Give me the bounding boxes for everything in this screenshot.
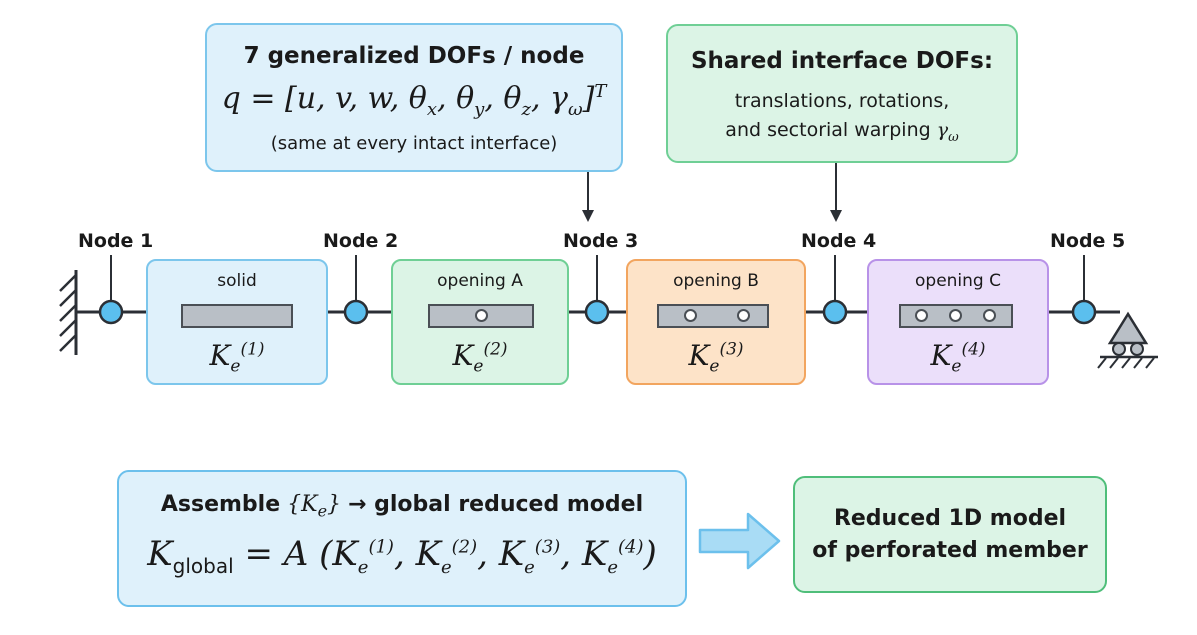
element-3: opening B Ke(3) — [626, 259, 806, 385]
reduced-model-box: Reduced 1D model of perforated member — [793, 476, 1107, 593]
flow-arrow-icon — [698, 512, 781, 570]
assemble-title: Assemble {Ke} → global reduced model — [160, 492, 644, 521]
hole — [475, 309, 488, 322]
dof-callout-note: (same at every intact interface) — [270, 133, 558, 154]
hole — [915, 309, 928, 322]
dof-callout-title: 7 generalized DOFs / node — [243, 43, 585, 69]
shared-dof-title: Shared interface DOFs: — [690, 48, 994, 74]
perforated-plate-c — [899, 304, 1013, 328]
node-4-label: Node 4 — [801, 230, 877, 252]
element-4-label: opening C — [915, 271, 1001, 291]
element-1-stiffness: Ke(1) — [209, 339, 265, 377]
dof-formula: q = [u, v, w, θx, θy, θz, γω]T — [221, 81, 607, 120]
element-2-stiffness: Ke(2) — [452, 339, 508, 377]
node-2-label: Node 2 — [323, 230, 399, 252]
node-4-marker — [822, 299, 848, 325]
solid-plate — [181, 304, 293, 328]
node-2-marker — [343, 299, 369, 325]
assemble-box: Assemble {Ke} → global reduced model Kgl… — [117, 470, 687, 607]
arrow-to-node-3 — [582, 172, 594, 222]
dof-callout: 7 generalized DOFs / node q = [u, v, w, … — [205, 23, 623, 172]
hole — [737, 309, 750, 322]
node-5-label: Node 5 — [1050, 230, 1126, 252]
node-3-label: Node 3 — [563, 230, 639, 252]
hole — [949, 309, 962, 322]
element-2-label: opening A — [437, 271, 523, 291]
reduced-model-line2: of perforated member — [812, 538, 1088, 563]
global-stiffness-formula: Kglobal = A (Ke(1), Ke(2), Ke(3), Ke(4)) — [147, 534, 657, 578]
hole — [983, 309, 996, 322]
node-1-marker — [98, 299, 124, 325]
arrow-to-node-4 — [830, 163, 842, 222]
element-4: opening C Ke(4) — [867, 259, 1049, 385]
node-1-label: Node 1 — [78, 230, 154, 252]
reduced-model-line1: Reduced 1D model — [833, 506, 1067, 531]
node-5-marker — [1071, 299, 1097, 325]
node-3-marker — [584, 299, 610, 325]
perforated-plate-b — [657, 304, 769, 328]
shared-dof-callout: Shared interface DOFs: translations, rot… — [666, 24, 1018, 163]
roller-support-icon — [1097, 311, 1158, 369]
shared-dof-line1: translations, rotations, — [734, 90, 950, 112]
fixed-support-icon — [59, 270, 78, 355]
element-1-label: solid — [217, 271, 257, 291]
perforated-plate-a — [428, 304, 534, 328]
element-1: solid Ke(1) — [146, 259, 328, 385]
hole — [684, 309, 697, 322]
element-3-stiffness: Ke(3) — [688, 339, 744, 377]
element-2: opening A Ke(2) — [391, 259, 569, 385]
element-4-stiffness: Ke(4) — [930, 339, 986, 377]
element-3-label: opening B — [673, 271, 759, 291]
shared-dof-line2: and sectorial warping γω — [725, 119, 959, 145]
